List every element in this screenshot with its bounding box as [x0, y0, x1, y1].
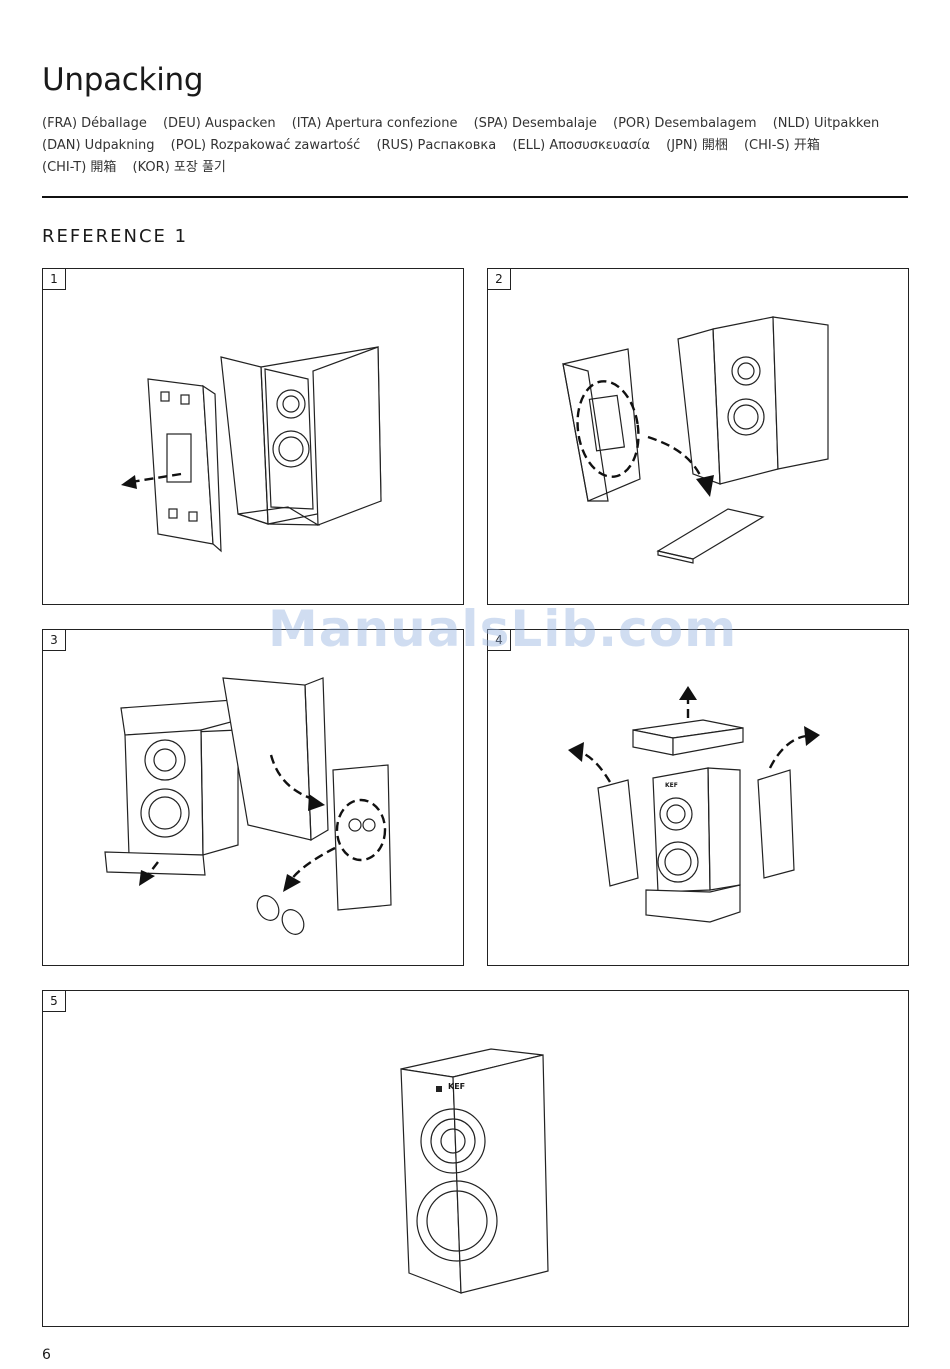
- watermark: ManualsLib.com: [268, 600, 737, 658]
- step-panel-1: 1: [42, 268, 464, 605]
- step-number: 5: [43, 991, 66, 1012]
- step-3-illustration: [43, 630, 463, 965]
- language-item: (NLD) Uitpakken: [773, 116, 880, 131]
- step-number: 1: [43, 269, 66, 290]
- language-item: (CHI-T) 開箱: [42, 160, 116, 175]
- step-panel-4: 4: [487, 629, 909, 966]
- kef-logo: KEF: [448, 1082, 465, 1091]
- language-item: (DEU) Auspacken: [163, 116, 276, 131]
- language-item: (POL) Rozpakować zawartość: [171, 138, 361, 153]
- language-item: (DAN) Udpakning: [42, 138, 155, 153]
- language-item: (SPA) Desembalaje: [474, 116, 597, 131]
- header-divider: [42, 196, 908, 198]
- step-1-illustration: [43, 269, 463, 604]
- language-item: (CHI-S) 开箱: [744, 138, 820, 153]
- language-item: (JPN) 開梱: [666, 138, 728, 153]
- page-title: Unpacking: [42, 62, 203, 98]
- kef-logo: KEF: [665, 782, 678, 789]
- language-item: (RUS) Распаковка: [376, 138, 496, 153]
- language-list: (FRA) Déballage (DEU) Auspacken (ITA) Ap…: [42, 113, 922, 179]
- language-item: (POR) Desembalagem: [613, 116, 757, 131]
- language-item: (KOR) 포장 풀기: [133, 160, 226, 175]
- step-panel-5: 5 KEF: [42, 990, 909, 1327]
- step-number: 2: [488, 269, 511, 290]
- language-item: (ELL) Αποσυσκευασία: [512, 138, 650, 153]
- section-label: REFERENCE 1: [42, 226, 188, 247]
- language-item: (ITA) Apertura confezione: [292, 116, 458, 131]
- step-panel-2: 2: [487, 268, 909, 605]
- step-panel-3: 3: [42, 629, 464, 966]
- step-number: 3: [43, 630, 66, 651]
- step-2-illustration: [488, 269, 908, 604]
- step-5-illustration: [43, 991, 908, 1326]
- step-4-illustration: [488, 630, 908, 965]
- language-item: (FRA) Déballage: [42, 116, 147, 131]
- page-number: 6: [42, 1347, 51, 1363]
